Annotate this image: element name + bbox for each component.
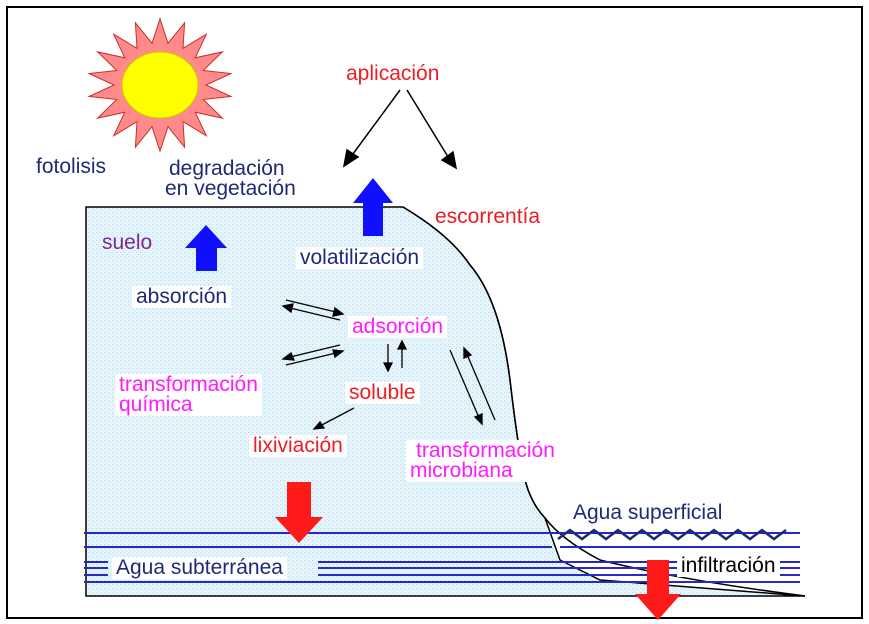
label-degradacion-vegetacion: degradación en vegetación xyxy=(165,157,296,200)
label-transformacion-quimica-line2: química xyxy=(119,393,193,416)
label-transformacion-microbiana-line1: transformación xyxy=(416,439,555,462)
label-escorrentia: escorrentía xyxy=(435,205,541,228)
label-agua-superficial: Agua superficial xyxy=(573,501,723,524)
diagram-frame xyxy=(6,6,863,619)
label-fotolisis: fotolisis xyxy=(36,155,107,178)
label-volatilizacion: volatilización xyxy=(296,247,424,269)
volatilization-up-arrow xyxy=(353,178,393,236)
label-infiltracion: infiltración xyxy=(677,555,780,577)
absorption-up-arrow xyxy=(185,225,227,271)
label-degradacion-line2: en vegetación xyxy=(165,177,296,200)
label-aplicacion: aplicación xyxy=(346,62,440,85)
label-soluble: soluble xyxy=(345,382,420,404)
label-agua-subterranea: Agua subterránea xyxy=(112,557,287,579)
leaching-down-arrow xyxy=(275,482,323,543)
sun-icon xyxy=(87,17,233,153)
label-suelo: suelo xyxy=(102,231,153,254)
exchange-arrows xyxy=(281,299,496,430)
label-lixiviacion: lixiviación xyxy=(249,435,347,457)
label-transformacion-quimica: transformación química xyxy=(115,374,262,416)
surface-water-wave xyxy=(557,528,787,541)
groundwater-lines xyxy=(84,532,800,583)
label-transformacion-microbiana-line2: microbiana xyxy=(410,459,513,482)
label-transformacion-microbiana: transformación microbiana xyxy=(406,440,559,482)
infiltration-down-arrow xyxy=(635,560,681,620)
label-adsorcion: adsorción xyxy=(348,316,448,338)
label-absorcion: absorción xyxy=(132,286,232,308)
label-transformacion-quimica-line1: transformación xyxy=(119,373,258,396)
label-degradacion-line1: degradación xyxy=(169,157,285,180)
application-arrows xyxy=(342,89,458,170)
